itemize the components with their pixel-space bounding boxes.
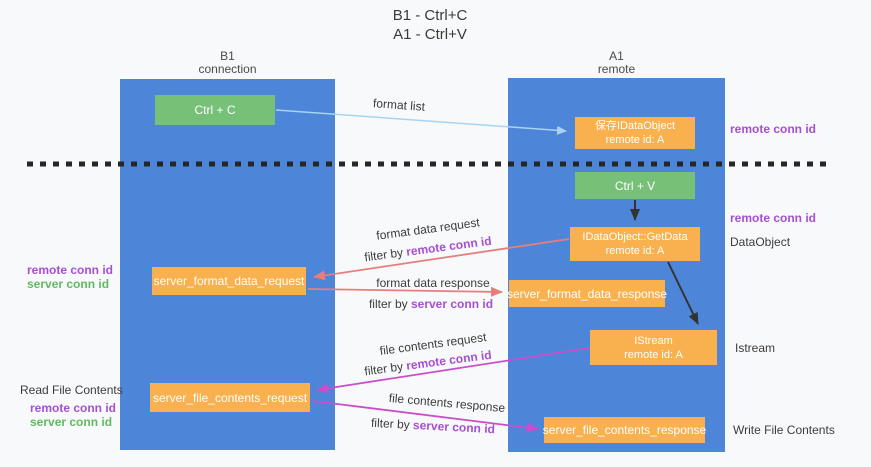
server-format-data-response-node: server_format_data_response	[506, 280, 668, 307]
filter-key: server conn id	[410, 297, 494, 311]
lane-b1-subtitle: connection	[198, 62, 257, 76]
label-format-data-response: format data response	[376, 276, 490, 290]
getdata-line2: remote id: A	[605, 245, 665, 257]
annotation-left-remote-conn-id-mid: remote conn id	[27, 263, 114, 277]
annotation-write-file-contents: Write File Contents	[733, 423, 835, 437]
filter-prefix: filter by	[363, 358, 408, 379]
label-file-contents-response: file contents response	[388, 390, 506, 416]
getdata-line1: IDataObject::GetData	[582, 231, 688, 243]
lane-header-a1: A1 remote	[508, 50, 725, 76]
filter-key: remote conn id	[405, 233, 493, 259]
filter-prefix: filter by	[363, 244, 408, 265]
save-idataobject-line1: 保存IDataObject	[594, 120, 676, 132]
lane-header-b1: B1 connection	[120, 50, 335, 76]
save-idataobject-node: 保存IDataObject remote id: A	[575, 117, 695, 149]
ctrl-c-node: Ctrl + C	[155, 95, 275, 125]
label-filter-format-response: filter by server conn id	[369, 297, 493, 311]
annotation-remote-conn-id-mid: remote conn id	[730, 211, 817, 225]
annotation-left-remote-conn-id-bottom: remote conn id	[30, 401, 117, 415]
diagram-title: B1 - Ctrl+C A1 - Ctrl+V	[0, 6, 860, 44]
title-line-2: A1 - Ctrl+V	[393, 26, 467, 43]
annotation-left-server-conn-id-bottom: server conn id	[30, 415, 113, 429]
annotation-read-file-contents: Read File Contents	[20, 383, 123, 397]
lane-a1-title: A1	[609, 49, 624, 63]
idataobject-getdata-node: IDataObject::GetData remote id: A	[570, 227, 700, 261]
format-request-label: server_format_data_request	[153, 274, 305, 288]
ctrl-c-label: Ctrl + C	[194, 103, 236, 117]
label-format-list: format list	[372, 96, 426, 114]
title-line-1: B1 - Ctrl+C	[392, 7, 468, 24]
filter-key: server conn id	[412, 417, 496, 437]
format-response-label: server_format_data_response	[506, 286, 668, 301]
annotation-istream: Istream	[735, 341, 776, 355]
lane-b1-title: B1	[220, 49, 235, 63]
server-file-contents-response-node: server_file_contents_response	[542, 417, 707, 443]
filter-prefix: filter by	[370, 415, 414, 432]
ctrl-v-label: Ctrl + V	[614, 178, 656, 193]
istream-line1: IStream	[634, 334, 673, 347]
lane-a1-subtitle: remote	[597, 62, 636, 76]
annotation-left-server-conn-id-mid: server conn id	[27, 277, 110, 291]
server-format-data-request-node: server_format_data_request	[152, 267, 306, 295]
ctrl-v-node: Ctrl + V	[575, 172, 695, 199]
file-response-label: server_file_contents_response	[542, 423, 707, 437]
save-idataobject-line2: remote id: A	[605, 134, 665, 146]
file-request-label: server_file_contents_request	[152, 390, 308, 405]
istream-line2: remote id: A	[624, 348, 683, 361]
server-file-contents-request-node: server_file_contents_request	[150, 383, 310, 412]
filter-prefix: filter by	[368, 297, 411, 311]
istream-node: IStream remote id: A	[590, 330, 717, 365]
annotation-dataobject: DataObject	[730, 235, 791, 249]
label-filter-file-response: filter by server conn id	[371, 416, 496, 436]
annotation-remote-conn-id-top: remote conn id	[730, 122, 817, 136]
